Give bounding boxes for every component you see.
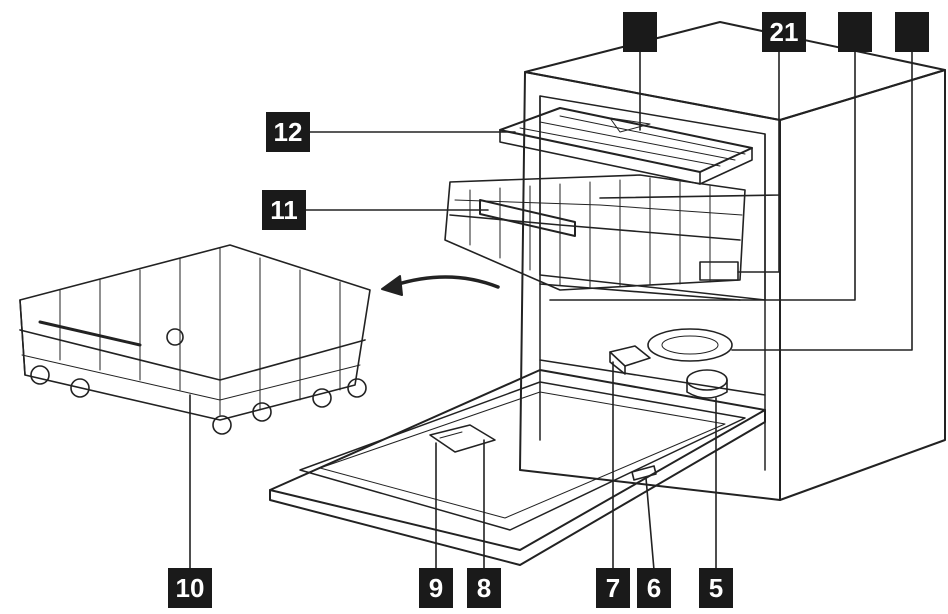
lower-basket <box>19 244 371 435</box>
tub-floor <box>609 328 733 399</box>
door <box>269 369 766 566</box>
callout-4 <box>838 12 872 52</box>
callout-10: 10 <box>168 568 212 608</box>
callout-1 <box>895 12 929 52</box>
callout-9: 9 <box>419 568 453 608</box>
callout-5: 5 <box>699 568 733 608</box>
callout-6: 6 <box>637 568 671 608</box>
callout-12: 12 <box>266 112 310 152</box>
cabinet <box>519 21 946 501</box>
upper-basket <box>444 107 753 301</box>
callout-21: 21 <box>762 12 806 52</box>
callout-7: 7 <box>596 568 630 608</box>
callout-3 <box>623 12 657 52</box>
callout-8: 8 <box>467 568 501 608</box>
remove-arrow <box>381 275 500 296</box>
leader-lines <box>189 44 913 571</box>
callout-11: 11 <box>262 190 306 230</box>
